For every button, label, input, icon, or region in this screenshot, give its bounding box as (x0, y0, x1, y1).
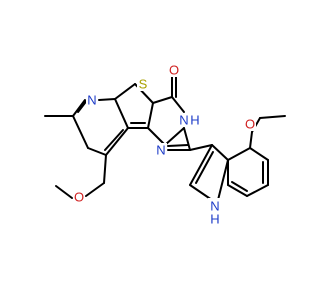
bond (231, 181, 248, 192)
bond (249, 131, 253, 149)
atom-label-o-carbonyl: O (168, 63, 180, 78)
bond (167, 144, 189, 147)
atom-label-o-ether-right: O (244, 117, 256, 132)
atom-labels: N S O N H N O O N H (73, 63, 256, 227)
bond (152, 96, 173, 104)
svg-text:S: S (139, 77, 148, 92)
bond (55, 185, 73, 199)
bond (103, 154, 107, 184)
svg-text:O: O (169, 63, 179, 78)
svg-text:N: N (210, 199, 219, 214)
bond (114, 98, 129, 129)
bond (171, 96, 185, 113)
bond (147, 127, 166, 146)
atom-label-nh-indole: N H (208, 198, 222, 227)
svg-text:O: O (245, 117, 255, 132)
atom-label-nh-lactam: N H (179, 113, 201, 128)
bond (72, 99, 86, 117)
atom-label-n-pyrimidine: N (155, 143, 167, 158)
svg-text:H: H (210, 212, 219, 227)
bond (211, 144, 229, 161)
atom-label-s-thiophene: S (137, 77, 149, 92)
bond (98, 98, 116, 101)
svg-text:N: N (156, 143, 165, 158)
bond (72, 115, 89, 149)
bond (227, 147, 251, 161)
bond (217, 159, 229, 201)
svg-text:N: N (87, 93, 96, 108)
bond (259, 115, 286, 119)
bond (189, 184, 213, 201)
bond (227, 184, 248, 197)
bond (246, 184, 269, 197)
bond (164, 127, 185, 146)
bond (114, 83, 136, 100)
bond (183, 127, 191, 151)
bond (249, 147, 269, 161)
bond (104, 129, 124, 151)
bond (189, 144, 213, 151)
bond-layer (44, 76, 286, 201)
bond (195, 151, 214, 184)
bond (105, 127, 129, 156)
atom-label-o-ether-left: O (73, 190, 85, 205)
molecule-structure: N S O N H N O O N H (44, 63, 286, 227)
bond (189, 144, 213, 186)
atom-label-n-pyridine: N (86, 93, 98, 108)
bond (87, 147, 107, 156)
bond (85, 182, 105, 197)
svg-text:N: N (179, 113, 188, 128)
svg-text:H: H (190, 113, 199, 128)
svg-text:O: O (74, 190, 84, 205)
bond (147, 102, 154, 129)
